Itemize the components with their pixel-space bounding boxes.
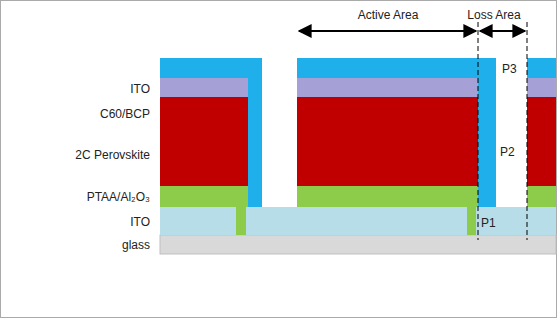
top-ito — [527, 58, 556, 78]
top-ito — [297, 58, 496, 78]
p1-scribe — [467, 186, 476, 235]
c60-layer — [297, 78, 478, 97]
p2-ito-fill — [478, 58, 496, 207]
layer-label: 2C Perovskite — [75, 148, 150, 162]
dimension-arrow — [299, 30, 476, 32]
dimension-arrow — [480, 30, 525, 32]
layer-label: C60/BCP — [100, 107, 150, 121]
scribe-label: P1 — [481, 216, 496, 230]
boundary-line — [527, 22, 528, 240]
layer-label: glass — [122, 238, 150, 252]
p2-ito-fill — [248, 58, 262, 207]
perovskite-layer — [160, 97, 248, 186]
perovskite-layer — [297, 97, 478, 186]
top-ito — [160, 58, 262, 78]
c60-layer — [160, 78, 248, 97]
p1-scribe — [467, 186, 476, 207]
ptaa-layer — [297, 186, 478, 207]
dimension-label: Active Area — [358, 8, 419, 22]
dimension-label: Loss Area — [467, 8, 520, 22]
layer-label: PTAA/Al₂O₃ — [87, 190, 150, 204]
boundary-line — [478, 22, 479, 240]
layer-label: ITO — [130, 82, 150, 96]
perovskite-layer — [527, 97, 556, 186]
layer-label: ITO — [130, 215, 150, 229]
c60-layer — [527, 78, 556, 97]
bottom-ito — [160, 207, 556, 235]
scribe-label: P3 — [502, 62, 517, 76]
ptaa-layer — [160, 186, 248, 207]
glass-layer — [160, 235, 556, 254]
ptaa-layer — [527, 186, 556, 207]
scribe-label: P2 — [500, 145, 515, 159]
